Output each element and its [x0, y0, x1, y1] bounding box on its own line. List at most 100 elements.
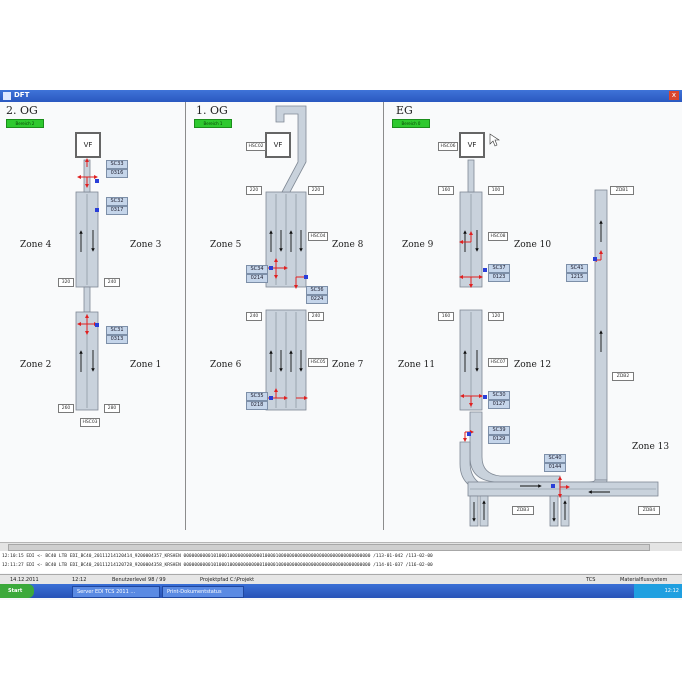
conveyor-layout [75, 105, 659, 527]
zone-8-label: Zone 8 [332, 240, 364, 250]
scanner-marker [483, 395, 487, 399]
status-time: 12:12 [72, 577, 87, 583]
scanner-marker [95, 208, 99, 212]
status-date: 14.12.2011 [10, 577, 39, 583]
conveyor-eg-link [467, 159, 475, 193]
system-tray-clock: 12:12 [634, 584, 682, 598]
position-tag: HSC07 [488, 358, 508, 367]
position-tag: 220 [246, 186, 262, 195]
taskbar: Start Server EDI TCS 2011 ... Print-Doku… [0, 584, 682, 598]
scanner-code[interactable]: 0316 [106, 169, 128, 178]
zone-12-label: Zone 12 [514, 360, 552, 370]
zone-2-label: Zone 2 [20, 360, 52, 370]
scanner-code[interactable]: SC36 [306, 286, 328, 295]
position-tag: 220 [308, 186, 324, 195]
position-tag: HSC05 [308, 358, 328, 367]
scanner-code[interactable]: 0224 [306, 295, 328, 304]
close-button[interactable]: x [669, 91, 679, 100]
scanner-code[interactable]: SC39 [488, 426, 510, 435]
scanner-code[interactable]: SC34 [246, 265, 268, 274]
scanner-code[interactable]: SC37 [488, 264, 510, 273]
floor-divider [383, 102, 384, 530]
scanner-code[interactable]: SC31 [106, 326, 128, 335]
status-tcs: TCS [586, 577, 596, 583]
zone-11-label: Zone 11 [398, 360, 436, 370]
floor-title-1og: 1. OG [196, 104, 228, 117]
log-row[interactable]: 12:10:15 EDI <- BC40 LTB EDI_BC40_201112… [2, 554, 433, 559]
position-tag: 160 [438, 186, 454, 195]
position-tag: 100 [488, 186, 504, 195]
scanner-code[interactable]: 0123 [488, 273, 510, 282]
conveyor-2og-mid [83, 286, 91, 313]
position-tag: ZDB4 [638, 506, 660, 515]
zone-7-label: Zone 7 [332, 360, 364, 370]
event-log: 12:10:15 EDI <- BC40 LTB EDI_BC40_201112… [0, 551, 682, 573]
vertical-lift-eg[interactable]: VF [459, 132, 485, 158]
scanner-code[interactable]: SC41 [566, 264, 588, 273]
mouse-pointer [489, 133, 500, 147]
vertical-lift-1og[interactable]: VF [265, 132, 291, 158]
position-tag: 260 [58, 404, 74, 413]
scanner-marker [467, 432, 471, 436]
scanner-code[interactable]: SC32 [106, 197, 128, 206]
scanner-code[interactable]: 0129 [488, 435, 510, 444]
scanner-code[interactable]: 0218 [246, 401, 268, 410]
position-tag: ZDB3 [512, 506, 534, 515]
floor-badge-2og[interactable]: Bereich 2 [6, 119, 44, 128]
scanner-code[interactable]: 0127 [488, 400, 510, 409]
position-tag: 240 [104, 278, 120, 287]
zone-5-label: Zone 5 [210, 240, 242, 250]
scanner-marker [593, 257, 597, 261]
scanner-marker [269, 266, 273, 270]
window-title: DFT [14, 91, 30, 99]
scanner-code[interactable]: 0144 [544, 463, 566, 472]
scanner-code[interactable]: SC30 [488, 391, 510, 400]
taskbar-item-print[interactable]: Print-Dokumentstatus [162, 586, 244, 598]
zone-1-label: Zone 1 [130, 360, 162, 370]
position-tag: 240 [308, 312, 324, 321]
horizontal-scrollbar[interactable] [0, 542, 682, 551]
status-user-level: Benutzerlevel 98 / 99 [112, 577, 166, 583]
position-tag: HSC02 [246, 142, 266, 151]
position-tag: 160 [438, 312, 454, 321]
app-icon [3, 92, 11, 100]
position-tag: HSC04 [308, 232, 328, 241]
scanner-code[interactable]: 1215 [566, 273, 588, 282]
scanner-marker [95, 323, 99, 327]
scanner-marker [269, 396, 273, 400]
position-tag: HSC03 [80, 418, 100, 427]
floor-title-eg: EG [396, 104, 413, 117]
position-tag: ZDB1 [610, 186, 634, 195]
scanner-code[interactable]: 0214 [246, 274, 268, 283]
conveyor-1og-lift-shaft [275, 105, 307, 193]
floor-badge-eg[interactable]: Bereich 0 [392, 119, 430, 128]
zone-6-label: Zone 6 [210, 360, 242, 370]
scanner-code[interactable]: SC35 [246, 392, 268, 401]
scanner-code[interactable]: SC40 [544, 454, 566, 463]
zone-9-label: Zone 9 [402, 240, 434, 250]
position-tag: HSC06 [438, 142, 458, 151]
material-flow-canvas: 2. OG Bereich 2 1. OG Bereich 1 EG Berei… [0, 102, 682, 542]
taskbar-item-server[interactable]: Server EDI TCS 2011 ... [72, 586, 160, 598]
scanner-marker [95, 179, 99, 183]
floor-title-2og: 2. OG [6, 104, 38, 117]
position-tag: 240 [246, 312, 262, 321]
scanner-marker [551, 484, 555, 488]
floor-badge-1og[interactable]: Bereich 1 [194, 119, 232, 128]
title-bar: DFT x [0, 90, 682, 102]
scrollbar-thumb[interactable] [8, 544, 650, 551]
zone-10-label: Zone 10 [514, 240, 552, 250]
scanner-code[interactable]: 0313 [106, 335, 128, 344]
scanner-code[interactable]: SC33 [106, 160, 128, 169]
vertical-lift-2og[interactable]: VF [75, 132, 101, 158]
scanner-code[interactable]: 0317 [106, 206, 128, 215]
zone-3-label: Zone 3 [130, 240, 162, 250]
status-project-path: Projektpfad C:\Projekt [200, 577, 255, 583]
application-window: DFT x 2. OG Bereich 2 1. OG Bereich 1 EG… [0, 90, 682, 600]
position-tag: 280 [104, 404, 120, 413]
status-system: Materialflussystem [620, 577, 668, 583]
start-button[interactable]: Start [0, 584, 34, 598]
log-row[interactable]: 12:11:27 EDI <- BC40 LTB EDI_BC40_201112… [2, 563, 433, 568]
position-tag: HSC08 [488, 232, 508, 241]
position-tag: 120 [488, 312, 504, 321]
